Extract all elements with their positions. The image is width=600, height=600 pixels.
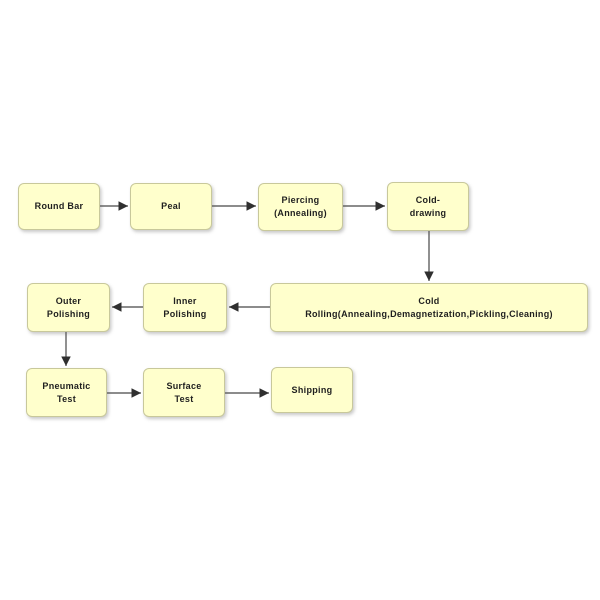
node-outer-polishing-label: Outer Polishing xyxy=(46,295,91,319)
node-inner-polishing-label: Inner Polishing xyxy=(163,295,207,319)
node-piercing-annealing: Piercing (Annealing) xyxy=(258,183,343,231)
node-cold-rolling-label: Cold Rolling(Annealing,Demagnetization,P… xyxy=(305,295,553,319)
node-peal: Peal xyxy=(130,183,212,230)
node-shipping: Shipping xyxy=(271,367,353,413)
node-peal-label: Peal xyxy=(161,201,181,211)
node-piercing-annealing-label: Piercing (Annealing) xyxy=(274,195,327,218)
node-cold-drawing: Cold- drawing xyxy=(387,182,469,231)
node-round-bar-label: Round Bar xyxy=(34,201,84,211)
node-cold-drawing-label: Cold- drawing xyxy=(409,194,447,218)
node-pneumatic-test-label: Pneumatic Test xyxy=(42,380,91,404)
node-inner-polishing: Inner Polishing xyxy=(143,283,227,332)
node-surface-test: Surface Test xyxy=(143,368,225,417)
node-outer-polishing: Outer Polishing xyxy=(27,283,110,332)
node-shipping-label: Shipping xyxy=(291,384,333,395)
node-cold-rolling: Cold Rolling(Annealing,Demagnetization,P… xyxy=(270,283,588,332)
node-pneumatic-test: Pneumatic Test xyxy=(26,368,107,417)
node-round-bar: Round Bar xyxy=(18,183,100,230)
node-surface-test-label: Surface Test xyxy=(166,380,202,404)
